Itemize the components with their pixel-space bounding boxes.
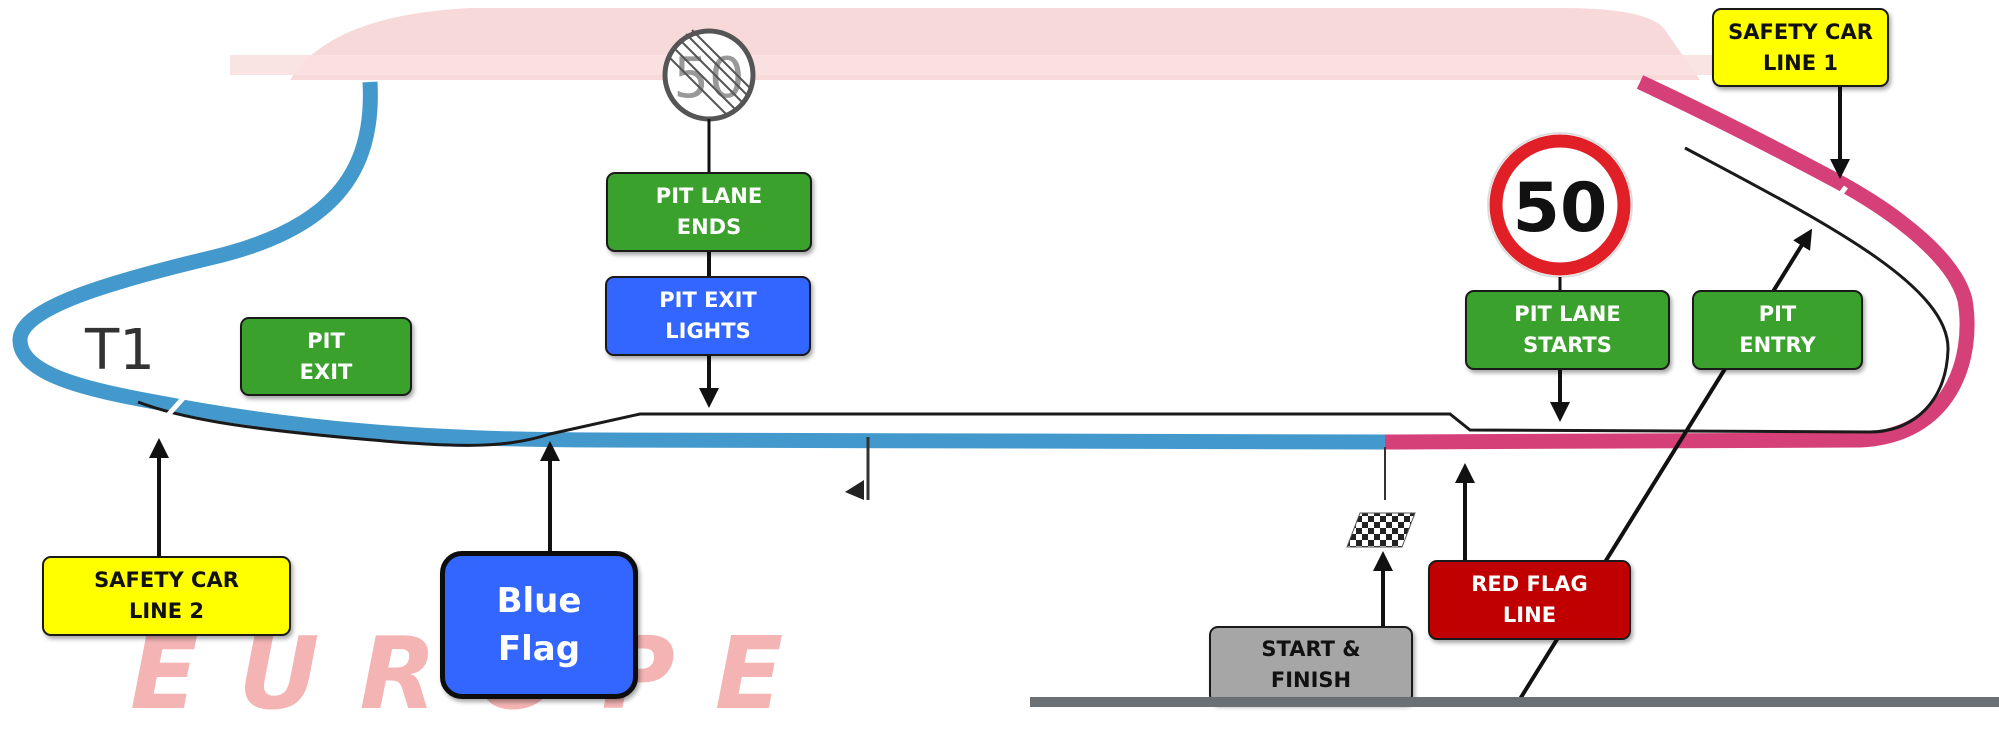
photo-strip: [1030, 697, 1999, 707]
speed-limit-value: 50: [1513, 169, 1608, 248]
pit-entry-label: PIT ENTRY: [1692, 290, 1863, 370]
safety-car-line-1-marker: [1820, 185, 1848, 220]
pit-lane: [137, 146, 1950, 447]
start-finish-label: START & FINISH: [1209, 626, 1413, 704]
pit-lane-starts-label: PIT LANE STARTS: [1465, 290, 1670, 370]
safety-car-line-2-marker: [158, 393, 188, 426]
checkered-flag-icon: [1346, 512, 1416, 548]
pit-exit-lights-label: PIT EXIT LIGHTS: [605, 276, 811, 356]
end-speed-limit-sign-icon: 50: [662, 28, 756, 122]
pit-exit-label: PIT EXIT: [240, 317, 412, 396]
safety-car-line-1-label: SAFETY CAR LINE 1: [1712, 8, 1889, 87]
red-flag-line-label: RED FLAG LINE: [1428, 560, 1631, 640]
safety-car-line-2-label: SAFETY CAR LINE 2: [42, 556, 291, 636]
track-map: 50 50: [12, 8, 1975, 707]
background-band: [230, 55, 1780, 75]
pit-lane-ends-label: PIT LANE ENDS: [606, 172, 812, 252]
blue-flag-label: Blue Flag: [440, 551, 638, 699]
turn-1-label: T1: [85, 318, 155, 383]
flag-pennant-icon: [845, 480, 864, 500]
track-pink-section: [1384, 75, 1975, 450]
circuit-diagram: EUROPE 5: [12, 8, 1999, 732]
speed-limit-sign-icon: 50: [1487, 132, 1633, 278]
track-blue-section: [12, 81, 1386, 450]
